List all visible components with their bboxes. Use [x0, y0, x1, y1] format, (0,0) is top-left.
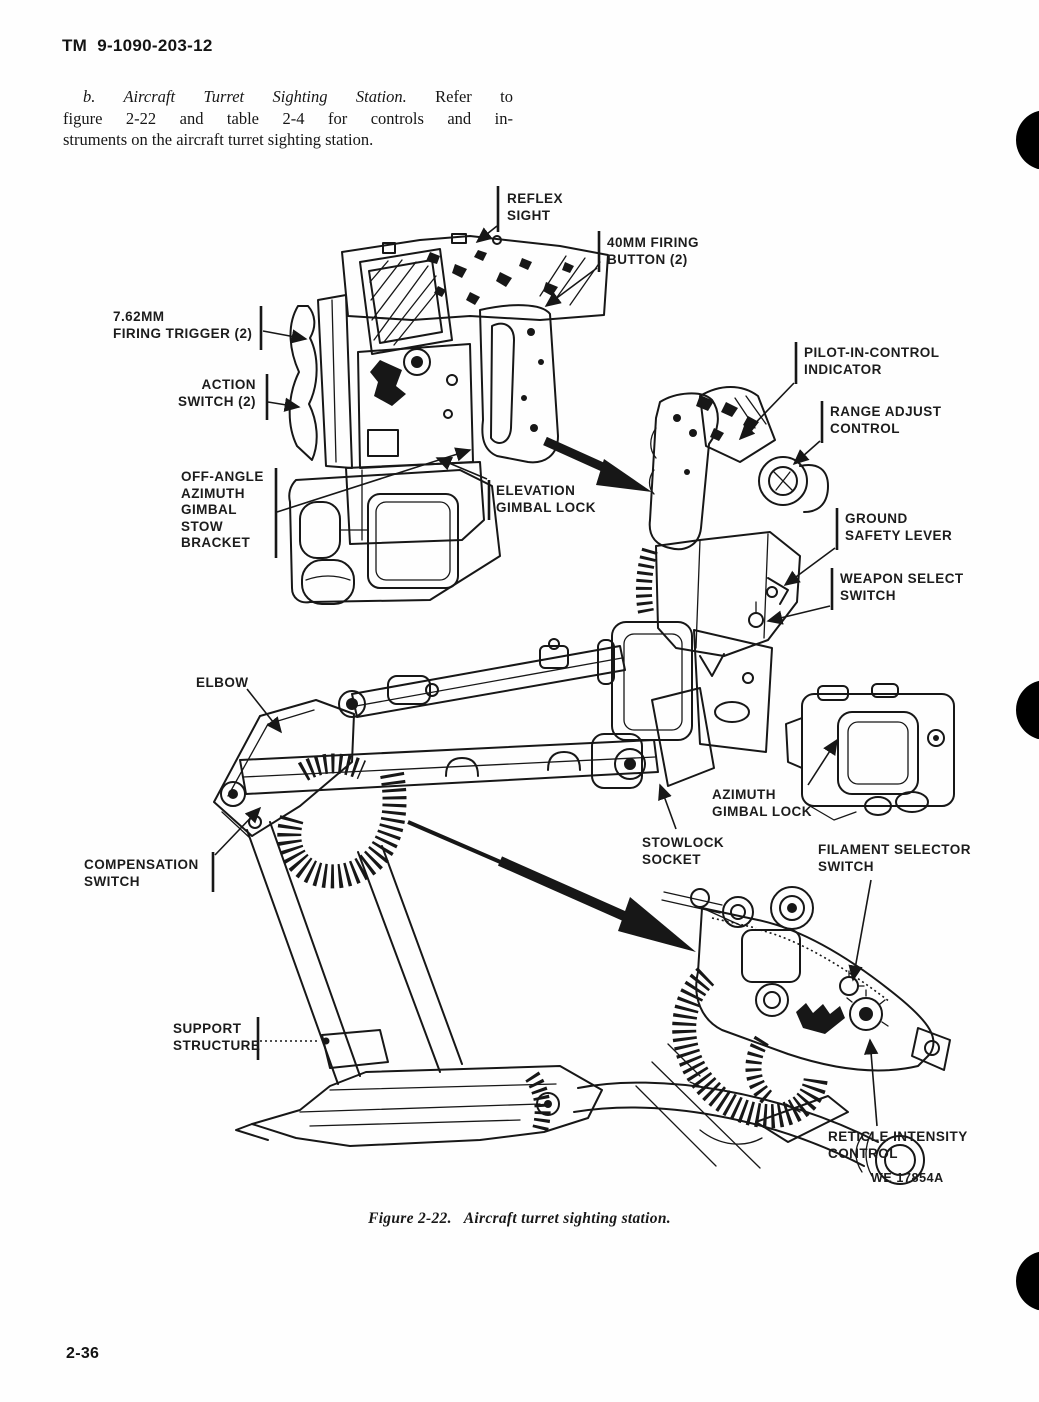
binding-mark: [1016, 1251, 1039, 1311]
callout-reticle-intensity-control: RETICLE INTENSITY CONTROL: [828, 1129, 968, 1161]
callout-weapon-select-switch: WEAPON SELECT SWITCH: [840, 571, 964, 603]
pointer-arrow-lower: [407, 820, 696, 952]
callout-ground-safety-lever: GROUND SAFETY LEVER: [845, 511, 953, 543]
pedestal-group: [635, 386, 829, 677]
callout-azimuth-gimbal-lock: AZIMUTH GIMBAL LOCK: [712, 787, 812, 819]
paragraph-line-1: b. Aircraft Turret Sighting Station. Ref…: [63, 86, 513, 108]
callout-ticks: [211, 186, 839, 1060]
reticle-detail-group: [635, 886, 951, 1169]
page-number: 2-36: [66, 1345, 100, 1362]
callout-off-angle-bracket: OFF-ANGLE AZIMUTH GIMBAL STOW BRACKET: [181, 469, 264, 550]
paragraph-line-2: figure 2-22 and table 2-4 for controls a…: [63, 108, 513, 128]
callout-elevation-gimbal-lock: ELEVATION GIMBAL LOCK: [496, 483, 596, 515]
turret-mount-group: [597, 621, 773, 753]
support-structure-group: [235, 821, 925, 1185]
figure-caption-title: Aircraft turret sighting station.: [463, 1210, 671, 1227]
paragraph-line-3: struments on the aircraft turret sightin…: [63, 130, 374, 149]
callout-stowlock-socket: STOWLOCK SOCKET: [642, 835, 725, 867]
intro-paragraph: b. Aircraft Turret Sighting Station. Ref…: [63, 86, 513, 151]
paragraph-text: Refer to: [435, 87, 514, 106]
callout-reflex-sight: REFLEX SIGHT: [507, 191, 563, 223]
callout-filament-selector-switch: FILAMENT SELECTOR SWITCH: [818, 842, 971, 874]
azimuth-detail-group: [785, 683, 955, 821]
callout-leaders: [214, 225, 879, 1127]
callout-range-adjust-control: RANGE ADJUST CONTROL: [830, 404, 942, 436]
callout-pilot-in-control-indicator: PILOT-IN-CONTROL INDICATOR: [804, 345, 940, 377]
callout-action-switch: ACTION SWITCH (2): [178, 377, 256, 409]
figure-caption: Figure 2-22. Aircraft turret sighting sta…: [0, 1210, 1039, 1228]
arm-group: [213, 638, 715, 889]
page-header: TM 9-1090-203-12: [62, 36, 213, 55]
callout-40mm-firing-button: 40MM FIRING BUTTON (2): [607, 235, 699, 267]
callout-elbow: ELBOW: [196, 675, 249, 690]
binding-mark: [1016, 110, 1039, 170]
pointer-arrow-upper: [543, 436, 652, 492]
callout-762mm-firing-trigger: 7.62MM FIRING TRIGGER (2): [113, 309, 253, 341]
sight-head-group: [288, 233, 609, 605]
paragraph-title: b. Aircraft Turret Sighting Station.: [83, 87, 407, 106]
figure-caption-label: Figure 2-22.: [368, 1210, 452, 1227]
figure-credit-number: WE 17854A: [871, 1171, 944, 1185]
callout-compensation-switch: COMPENSATION SWITCH: [84, 857, 199, 889]
callout-support-structure: SUPPORT STRUCTURE: [173, 1021, 261, 1053]
binding-mark: [1016, 680, 1039, 740]
